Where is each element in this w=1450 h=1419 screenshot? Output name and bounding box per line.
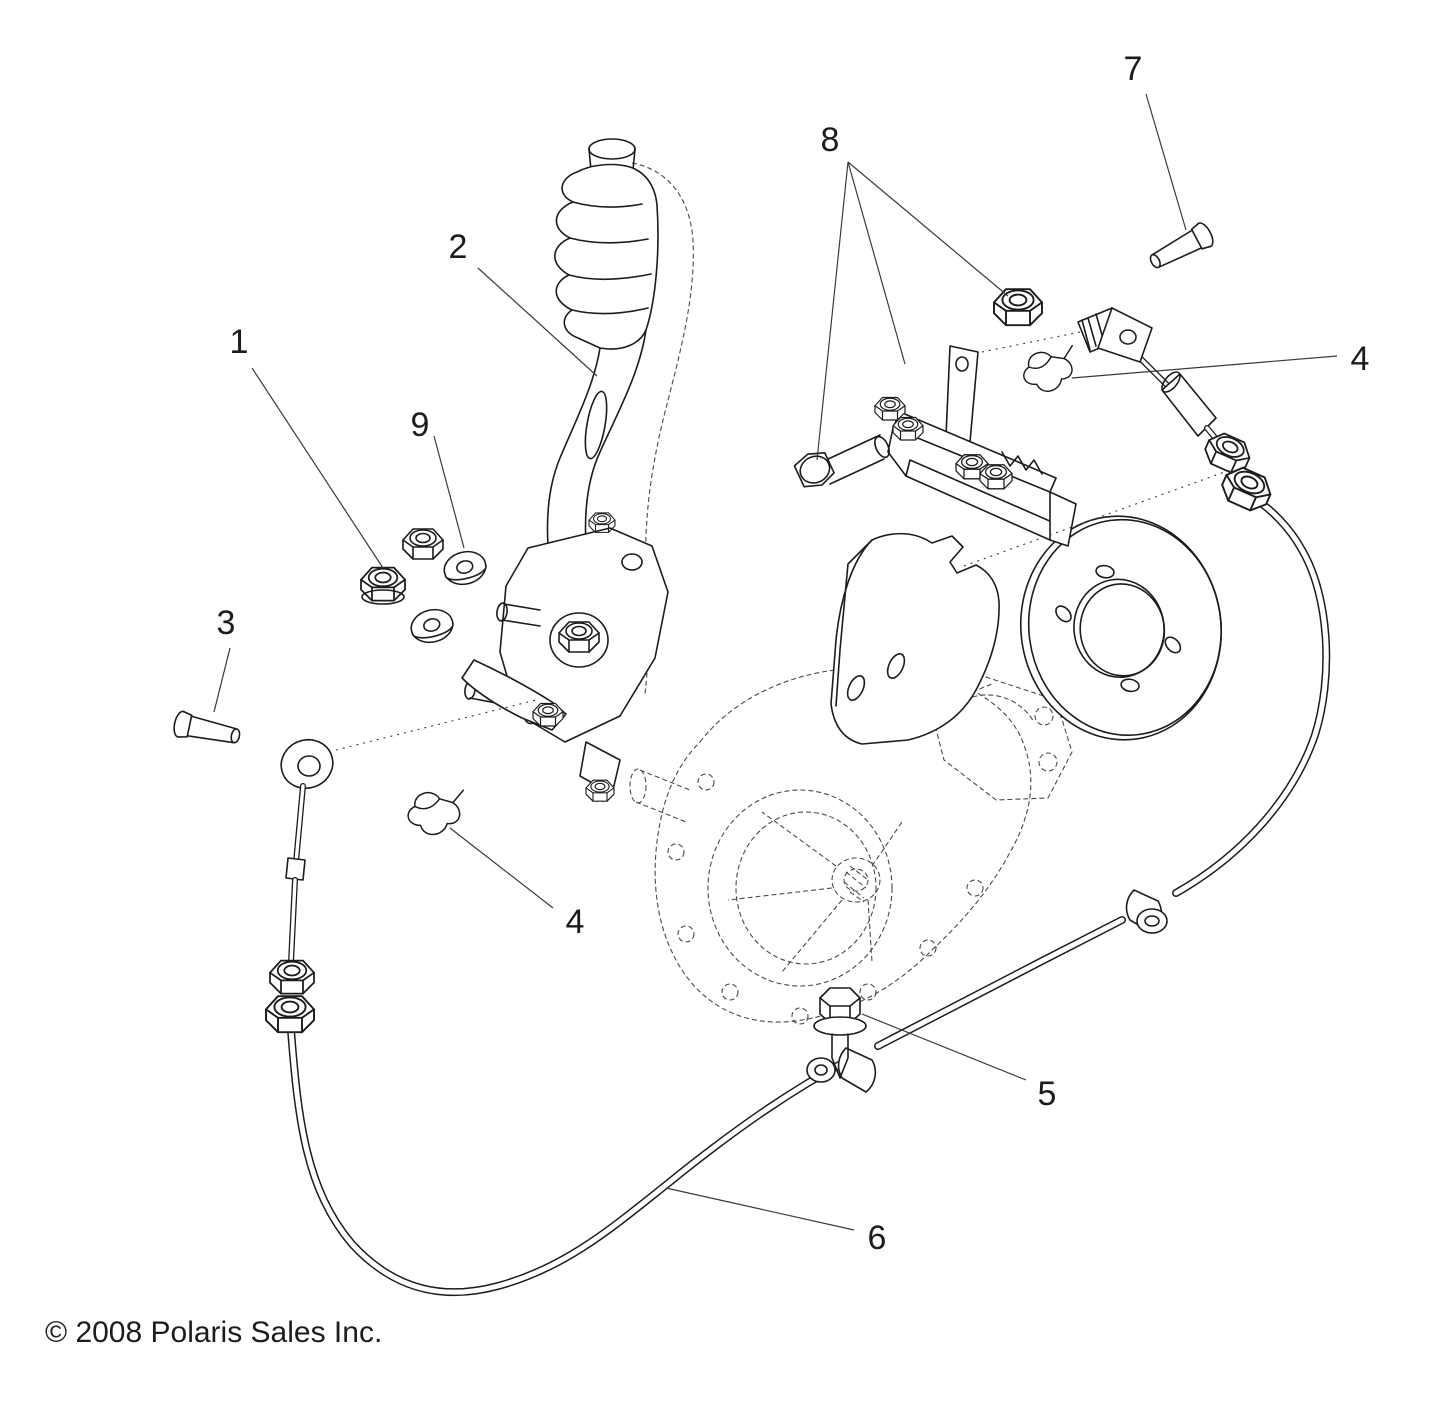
callout-4-left: 4	[565, 903, 585, 941]
callout-8: 8	[820, 121, 840, 159]
callout-3: 3	[216, 604, 236, 642]
brake-disc-drawing	[1019, 515, 1223, 741]
hairpin-clip-drawing	[407, 789, 465, 836]
clevis-pin-drawing	[171, 709, 243, 751]
callout-leader-lines	[213, 93, 1338, 1231]
caliper-mount-bracket-drawing	[830, 532, 1000, 745]
callout-2: 2	[448, 228, 468, 266]
callout-1: 1	[229, 323, 249, 361]
callout-9: 9	[410, 406, 430, 444]
hex-bolt-drawing	[793, 434, 890, 488]
nut-and-washer-drawing	[360, 528, 491, 648]
callout-5: 5	[1037, 1075, 1057, 1113]
flange-bolt-drawing	[813, 987, 867, 1079]
clevis-pin-top-drawing	[1144, 219, 1217, 276]
cable-clamp-right-drawing	[1125, 889, 1168, 934]
assembly-reference-lines	[335, 331, 1231, 751]
callout-7: 7	[1123, 50, 1143, 88]
hairpin-clip-top-drawing	[1019, 344, 1079, 396]
parking-brake-cable-drawing	[280, 307, 1331, 1297]
callout-4-right: 4	[1350, 340, 1370, 378]
copyright-notice: © 2008 Polaris Sales Inc.	[45, 1316, 383, 1349]
cable-clamp-drawing	[806, 1047, 877, 1093]
cable-adjuster-nuts-right-drawing	[1199, 428, 1277, 517]
cable-adjuster-nuts-drawing	[265, 959, 315, 1034]
parking-brake-lever-drawing	[461, 138, 694, 802]
callout-6: 6	[867, 1219, 887, 1257]
flange-nut-drawing	[993, 288, 1043, 327]
